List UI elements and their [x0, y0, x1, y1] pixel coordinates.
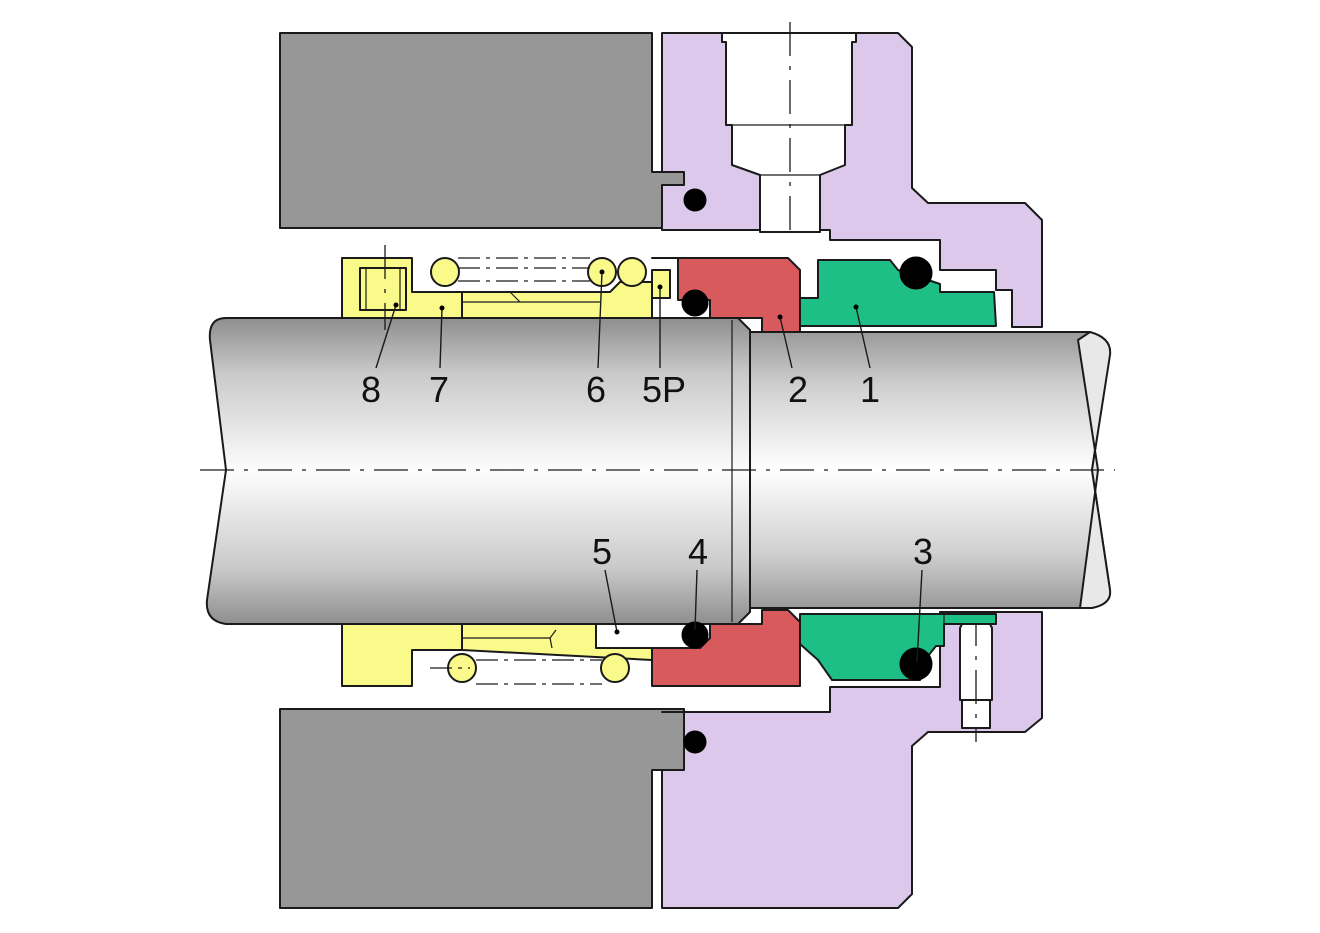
anti-rotation-pin — [959, 612, 993, 742]
drive-pin — [651, 269, 671, 299]
seat-oring-upper — [899, 256, 933, 290]
gland-oring-lower — [683, 730, 707, 754]
label-part-5: 5 — [592, 531, 612, 572]
housing-upper — [279, 32, 685, 229]
rotating-assembly-lower — [341, 623, 653, 687]
face-oring-upper — [681, 289, 709, 317]
label-part-4: 4 — [688, 531, 708, 572]
stationary-seat-upper — [799, 259, 997, 327]
rotating-assembly-upper — [341, 245, 653, 330]
rotating-face-upper — [651, 257, 801, 333]
label-part-1: 1 — [860, 369, 880, 410]
label-part-2: 2 — [788, 369, 808, 410]
leader-lines — [375, 269, 923, 663]
housing-lower — [279, 708, 685, 909]
label-part-3: 3 — [913, 531, 933, 572]
seat-oring-lower — [899, 647, 933, 681]
gland-oring-upper — [683, 188, 707, 212]
label-part-6: 6 — [586, 369, 606, 410]
label-part-7: 7 — [429, 369, 449, 410]
flush-port — [721, 22, 857, 240]
label-part-5p: 5P — [642, 369, 686, 410]
label-part-8: 8 — [361, 369, 381, 410]
shaft — [200, 317, 1115, 625]
